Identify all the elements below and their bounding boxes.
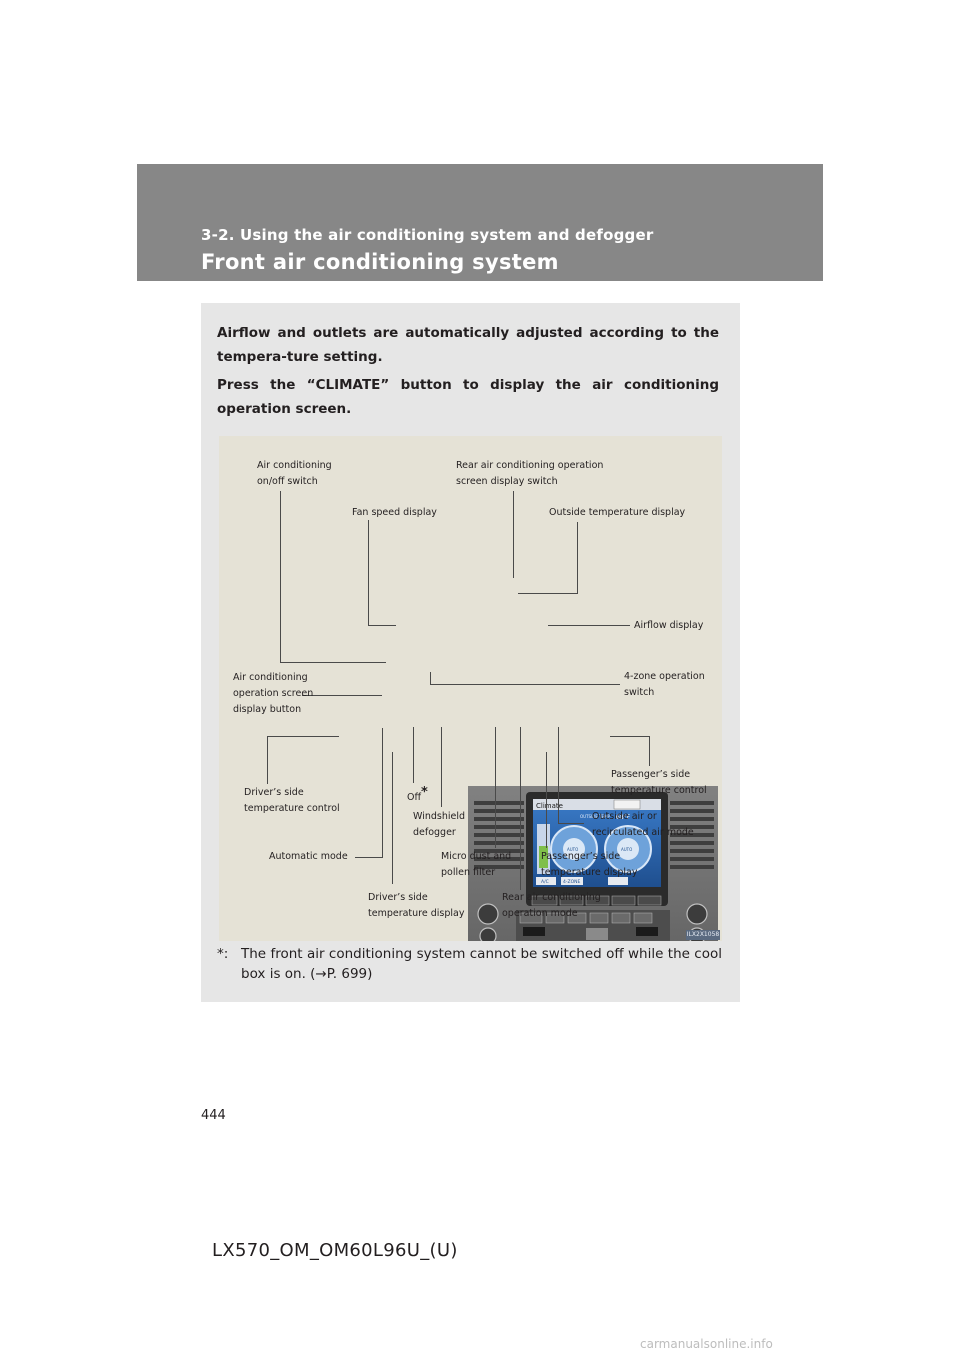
- leader-auto-mode-h: [355, 857, 383, 858]
- page-number: 444: [201, 1108, 226, 1123]
- label-ac-onoff-line2: on/off switch: [257, 476, 318, 487]
- label-automatic-mode: Automatic mode: [269, 851, 348, 862]
- leader-ac-screen: [302, 695, 382, 696]
- leader-4zone-v: [430, 672, 431, 684]
- leader-passenger-ctrl-v: [649, 736, 650, 766]
- label-rear-mode-line1: Rear air conditioning: [502, 892, 601, 903]
- label-ac-screen-button: Air conditioning operation screen display …: [233, 670, 313, 718]
- label-passenger-temp-display: Passenger’s side temperature display: [541, 849, 637, 881]
- screen-4zone-button: 4-ZONE: [563, 879, 580, 885]
- label-off-asterisk: *: [421, 785, 428, 800]
- label-off: Off*: [407, 785, 428, 806]
- label-driver-ctrl-line2: temperature control: [244, 803, 340, 814]
- label-rear-ac-mode: Rear air conditioning operation mode: [502, 890, 601, 922]
- leader-outside-air-h: [558, 823, 584, 824]
- outside-temp-caption: OUTSIDE TEMP: [580, 814, 611, 819]
- leader-passenger-disp: [546, 752, 547, 848]
- label-driver-ctrl-line1: Driver’s side: [244, 787, 304, 798]
- outside-temp-value: 68°F: [616, 814, 631, 821]
- label-off-text: Off: [407, 792, 422, 803]
- label-driver-temp-display: Driver’s side temperature display: [368, 890, 464, 922]
- leader-driver-ctrl-h: [267, 736, 339, 737]
- label-windshield-defogger: Windshield defogger: [413, 809, 465, 841]
- leader-rear-mode: [520, 727, 521, 890]
- leader-4zone: [430, 684, 620, 685]
- label-fan-speed: Fan speed display: [352, 507, 437, 518]
- leader-airflow: [548, 625, 630, 626]
- footnote-text: The front air conditioning system cannot…: [241, 946, 722, 982]
- leader-fan-speed: [368, 520, 369, 626]
- chapter-header-band: [137, 164, 823, 281]
- screen-title: Climate: [536, 802, 563, 810]
- leader-rear-screen: [513, 491, 514, 578]
- leader-ac-onoff-h: [280, 662, 386, 663]
- intro-paragraph-climate: Press the “CLIMATE” button to display th…: [217, 377, 719, 417]
- leader-micro: [495, 727, 496, 848]
- label-driver-temp-control: Driver’s side temperature control: [244, 785, 340, 817]
- label-ac-screen-line2: operation screen: [233, 688, 314, 699]
- label-passenger-temp-control: Passenger’s side temperature control: [611, 767, 707, 799]
- label-4zone-line1: 4-zone operation: [624, 671, 705, 682]
- label-4zone: 4-zone operation switch: [624, 669, 705, 701]
- leader-off: [413, 727, 414, 783]
- label-outside-air-line2: recirculated air mode: [592, 827, 694, 838]
- label-driver-disp-line1: Driver’s side: [368, 892, 428, 903]
- label-outside-temp: Outside temperature display: [549, 507, 686, 518]
- label-passenger-ctrl-line1: Passenger’s side: [611, 769, 691, 780]
- right-auto-mode: AUTO: [621, 847, 632, 852]
- label-ac-onoff-line1: Air conditioning: [257, 460, 332, 471]
- leader-outside-temp: [577, 522, 578, 594]
- label-micro-dust-filter: Micro dust and pollen filter: [441, 849, 511, 881]
- dashboard-illustration: Climate OUTSIDE TEMP 68°F AUTO AUTO A/C …: [468, 786, 718, 941]
- section-heading: 3-2. Using the air conditioning system a…: [201, 226, 654, 244]
- leader-outside-temp-h: [518, 593, 577, 594]
- label-outside-air-mode: Outside air or recirculated air mode: [592, 809, 694, 841]
- label-passenger-ctrl-line2: temperature control: [611, 785, 707, 796]
- leader-fan-speed-h: [368, 625, 396, 626]
- leader-driver-disp: [392, 752, 393, 884]
- label-rear-mode-line2: operation mode: [502, 908, 578, 919]
- figure-code: ILX2X1058: [686, 930, 720, 940]
- leader-outside-air: [558, 727, 559, 824]
- label-4zone-line2: switch: [624, 687, 655, 698]
- page-title: Front air conditioning system: [201, 250, 559, 274]
- label-ac-onoff: Air conditioning on/off switch: [257, 458, 332, 490]
- screen-ac-button: A/C: [541, 879, 549, 885]
- label-airflow: Airflow display: [634, 620, 704, 631]
- label-passenger-disp-line1: Passenger’s side: [541, 851, 621, 862]
- label-windshield-line1: Windshield: [413, 811, 465, 822]
- intro-paragraph-airflow: Airflow and outlets are automatically ad…: [217, 325, 719, 365]
- label-rear-screen-line2: screen display switch: [456, 476, 558, 487]
- label-driver-disp-line2: temperature display: [368, 908, 465, 919]
- label-micro-line2: pollen filter: [441, 867, 496, 878]
- watermark: carmanualsonline.info: [640, 1337, 773, 1351]
- leader-driver-ctrl: [267, 736, 268, 784]
- label-ac-screen-line3: display button: [233, 704, 302, 715]
- leader-auto-mode: [382, 728, 383, 858]
- label-rear-screen-line1: Rear air conditioning operation: [456, 460, 604, 471]
- footnote-mark: *:: [217, 946, 229, 962]
- label-ac-screen-line1: Air conditioning: [233, 672, 308, 683]
- label-outside-air-line1: Outside air or: [592, 811, 657, 822]
- label-windshield-line2: defogger: [413, 827, 456, 838]
- label-passenger-disp-line2: temperature display: [541, 867, 638, 878]
- leader-ac-onoff: [280, 491, 281, 662]
- left-auto-mode: AUTO: [567, 847, 578, 852]
- leader-passenger-ctrl: [610, 736, 649, 737]
- leader-windshield: [441, 727, 442, 807]
- dashboard-figure: Climate OUTSIDE TEMP 68°F AUTO AUTO A/C …: [219, 436, 722, 941]
- document-id: LX570_OM_OM60L96U_(U): [212, 1240, 458, 1261]
- label-micro-line1: Micro dust and: [441, 851, 512, 862]
- label-rear-screen-switch: Rear air conditioning operation screen di…: [456, 458, 603, 490]
- footnote: *: The front air conditioning system can…: [217, 944, 722, 984]
